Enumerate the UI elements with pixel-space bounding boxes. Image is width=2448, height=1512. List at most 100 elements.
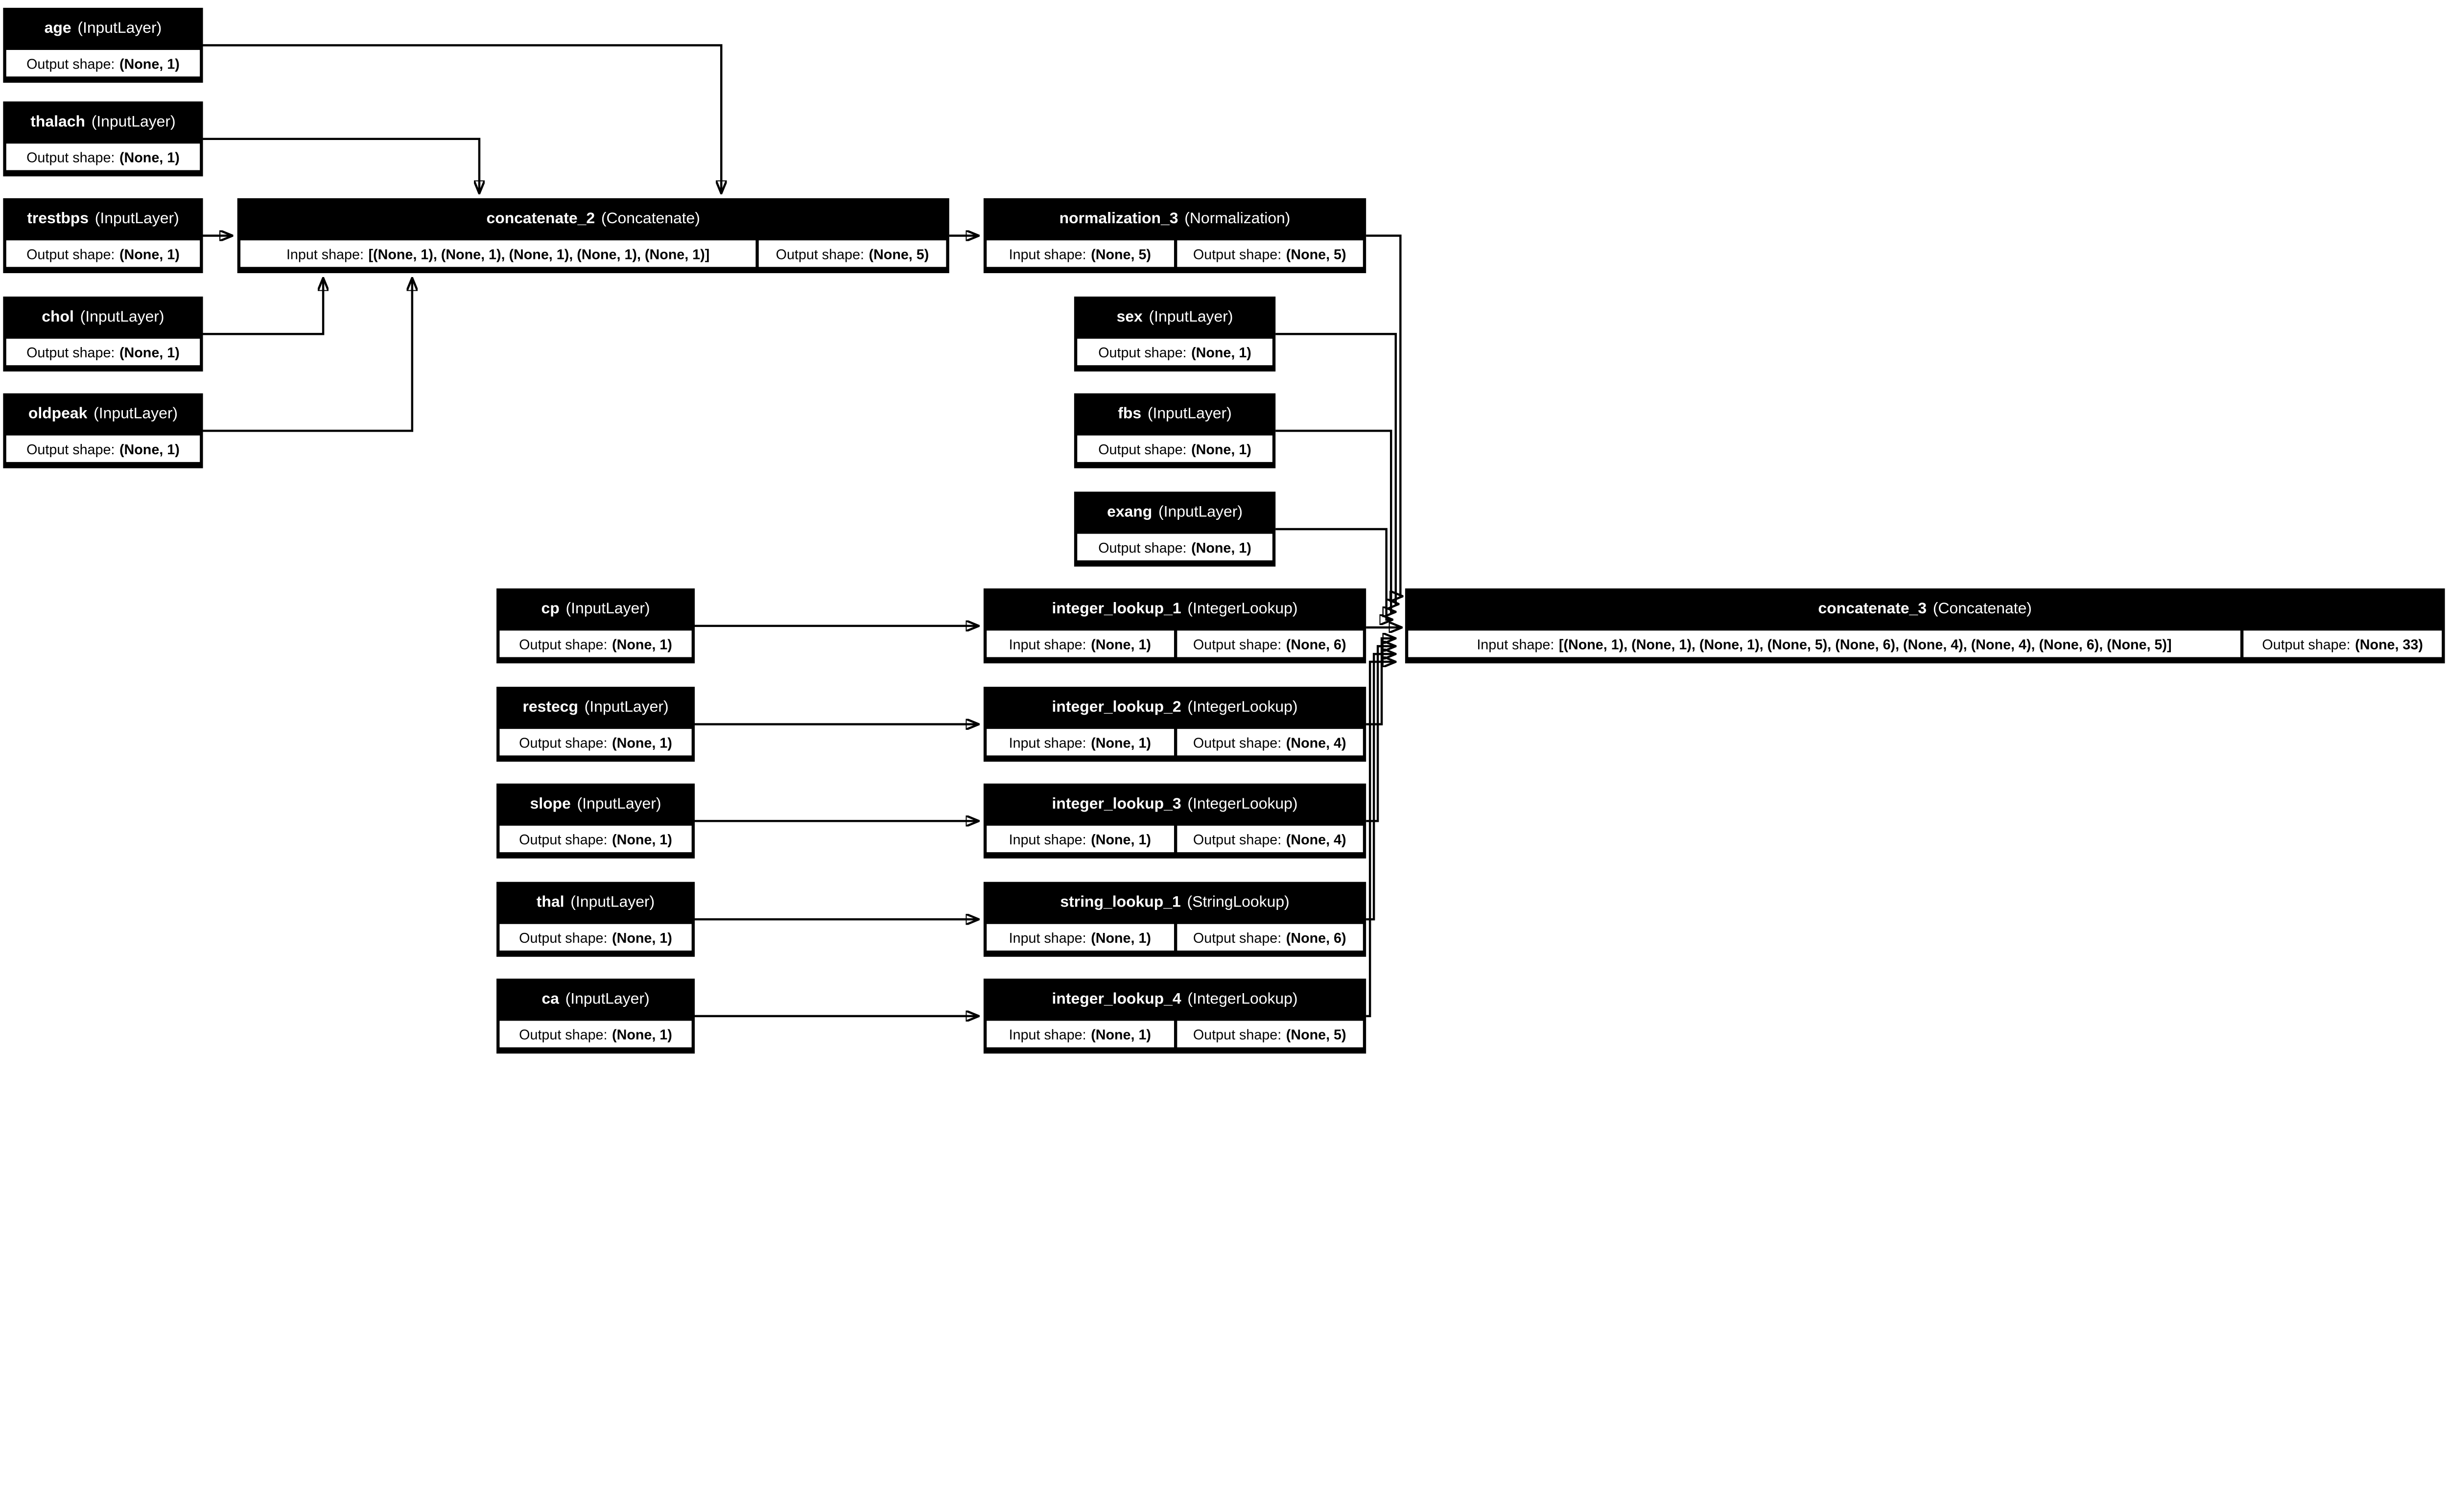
node-normalization_3-body: Input shape:(None, 5) Output shape:(None… xyxy=(987,240,1363,267)
output-shape-value: (None, 33) xyxy=(2355,636,2423,652)
edge-age-to-concatenate_2 xyxy=(203,44,722,192)
node-concatenate_2-body: Input shape:[(None, 1), (None, 1), (None… xyxy=(240,240,946,267)
layer-type: (InputLayer) xyxy=(80,309,165,326)
output-shape-label: Output shape: xyxy=(1193,246,1282,262)
output-shape-value: (None, 6) xyxy=(1286,636,1346,652)
input-shape-value: [(None, 1), (None, 1), (None, 1), (None,… xyxy=(1558,636,2172,652)
output-shape-cell: Output shape:(None, 1) xyxy=(499,825,692,853)
output-shape-label: Output shape: xyxy=(26,149,115,165)
output-shape-value: (None, 1) xyxy=(612,831,672,847)
edge-string_lookup_1-to-concatenate_3 xyxy=(1366,654,1394,921)
node-restecg-body: Output shape:(None, 1) xyxy=(499,729,692,756)
input-shape-cell: Input shape:(None, 1) xyxy=(987,924,1174,951)
output-shape-label: Output shape: xyxy=(1098,539,1187,555)
output-shape-value: (None, 1) xyxy=(612,929,672,945)
input-shape-value: (None, 1) xyxy=(1091,1026,1152,1042)
node-integer_lookup_4-header: integer_lookup_4 (IntegerLookup) xyxy=(984,978,1366,1021)
node-slope-body: Output shape:(None, 1) xyxy=(499,825,692,853)
output-shape-value: (None, 1) xyxy=(119,149,180,165)
output-shape-value: (None, 1) xyxy=(1191,344,1251,360)
output-shape-cell: Output shape:(None, 1) xyxy=(6,338,200,366)
edge-thalach-to-concatenate_2 xyxy=(203,138,479,192)
node-exang-header: exang(InputLayer) xyxy=(1074,491,1275,534)
input-shape-value: (None, 1) xyxy=(1091,831,1152,847)
layer-type: (Concatenate) xyxy=(1932,601,2032,618)
node-thal-body: Output shape:(None, 1) xyxy=(499,924,692,951)
output-shape-label: Output shape: xyxy=(26,55,115,71)
layer-name: integer_lookup_4 xyxy=(1052,991,1181,1008)
input-shape-label: Input shape: xyxy=(1009,831,1086,847)
node-thal: thal (InputLayer) Output shape:(None, 1) xyxy=(496,882,695,957)
layer-name: thal xyxy=(536,894,565,912)
output-shape-value: (None, 6) xyxy=(1286,929,1346,945)
output-shape-cell: Output shape:(None, 1) xyxy=(6,240,200,267)
output-shape-value: (None, 1) xyxy=(612,734,672,750)
output-shape-label: Output shape: xyxy=(776,246,864,262)
output-shape-value: (None, 4) xyxy=(1286,734,1346,750)
layer-name: string_lookup_1 xyxy=(1060,894,1181,912)
layer-type: (InputLayer) xyxy=(1147,406,1232,423)
layer-type: (InputLayer) xyxy=(570,894,655,912)
node-fbs: fbs(InputLayer) Output shape:(None, 1) xyxy=(1074,393,1276,468)
output-shape-label: Output shape: xyxy=(1193,831,1282,847)
output-shape-cell: Output shape:(None, 1) xyxy=(499,1021,692,1047)
node-trestbps-body: Output shape:(None, 1) xyxy=(6,240,200,267)
layer-type: (InputLayer) xyxy=(1149,309,1233,326)
output-shape-cell: Output shape:(None, 1) xyxy=(499,924,692,951)
output-shape-label: Output shape: xyxy=(1098,441,1187,457)
input-shape-label: Input shape: xyxy=(1009,929,1086,945)
layer-type: (InputLayer) xyxy=(565,991,650,1008)
input-shape-label: Input shape: xyxy=(1009,1026,1086,1042)
node-chol-body: Output shape:(None, 1) xyxy=(6,338,200,366)
layer-type: (IntegerLookup) xyxy=(1187,601,1298,618)
node-exang-body: Output shape:(None, 1) xyxy=(1077,534,1272,560)
input-shape-label: Input shape: xyxy=(1009,734,1086,750)
layer-name: trestbps xyxy=(27,210,89,228)
layer-name: concatenate_3 xyxy=(1818,601,1927,618)
layer-type: (InputLayer) xyxy=(94,406,178,423)
node-thalach: thalach(InputLayer) Output shape:(None, … xyxy=(3,101,203,177)
input-shape-cell: Input shape: (None, 1) xyxy=(987,825,1174,853)
output-shape-value: (None, 5) xyxy=(869,246,929,262)
output-shape-value: (None, 4) xyxy=(1286,831,1346,847)
node-ca: ca(InputLayer) Output shape:(None, 1) xyxy=(496,978,695,1054)
node-concatenate_3-header: concatenate_3 (Concatenate) xyxy=(1405,588,2445,630)
layer-name: sex xyxy=(1116,309,1143,326)
layer-type: (IntegerLookup) xyxy=(1187,699,1298,717)
input-shape-label: Input shape: xyxy=(286,246,364,262)
node-integer_lookup_2: integer_lookup_2(IntegerLookup) Input sh… xyxy=(983,687,1366,762)
output-shape-label: Output shape: xyxy=(2262,636,2351,652)
output-shape-label: Output shape: xyxy=(1193,929,1282,945)
input-shape-cell: Input shape:[(None, 1), (None, 1), (None… xyxy=(240,240,756,267)
node-ca-header: ca(InputLayer) xyxy=(496,978,695,1021)
output-shape-value: (None, 1) xyxy=(612,636,672,652)
edge-integer_lookup_3-to-concatenate_3 xyxy=(1366,646,1394,822)
layer-type: (InputLayer) xyxy=(1158,504,1243,522)
layer-type: (StringLookup) xyxy=(1187,894,1290,912)
node-sex: sex (InputLayer) Output shape:(None, 1) xyxy=(1074,296,1276,372)
output-shape-value: (None, 1) xyxy=(612,1026,672,1042)
layer-name: chol xyxy=(42,309,74,326)
layer-name: concatenate_2 xyxy=(486,210,595,228)
output-shape-cell: Output shape:(None, 5) xyxy=(1176,1021,1363,1047)
edge-integer_lookup_4-to-concatenate_3 xyxy=(1366,662,1394,1018)
output-shape-cell: Output shape:(None, 1) xyxy=(1077,338,1272,366)
output-shape-value: (None, 1) xyxy=(119,55,180,71)
output-shape-cell: Output shape:(None, 1) xyxy=(499,630,692,657)
node-concatenate_3: concatenate_3 (Concatenate) Input shape:[… xyxy=(1405,588,2445,664)
input-shape-label: Input shape: xyxy=(1477,636,1554,652)
node-trestbps-header: trestbps(InputLayer) xyxy=(3,198,203,240)
model-diagram-canvas: age(InputLayer) Output shape:(None, 1) t… xyxy=(3,7,2445,1054)
layer-name: integer_lookup_3 xyxy=(1052,796,1181,814)
output-shape-label: Output shape: xyxy=(519,734,608,750)
node-cp-header: cp(InputLayer) xyxy=(496,588,695,630)
layer-type: (IntegerLookup) xyxy=(1187,991,1298,1008)
input-shape-label: Input shape: xyxy=(1009,246,1086,262)
node-thal-header: thal (InputLayer) xyxy=(496,882,695,924)
output-shape-label: Output shape: xyxy=(1098,344,1187,360)
node-chol-header: chol (InputLayer) xyxy=(3,297,203,339)
output-shape-cell: Output shape:(None, 1) xyxy=(6,435,200,462)
input-shape-cell: Input shape:(None, 5) xyxy=(987,240,1174,267)
node-integer_lookup_3-header: integer_lookup_3(IntegerLookup) xyxy=(984,784,1366,826)
node-integer_lookup_2-header: integer_lookup_2(IntegerLookup) xyxy=(984,687,1366,729)
